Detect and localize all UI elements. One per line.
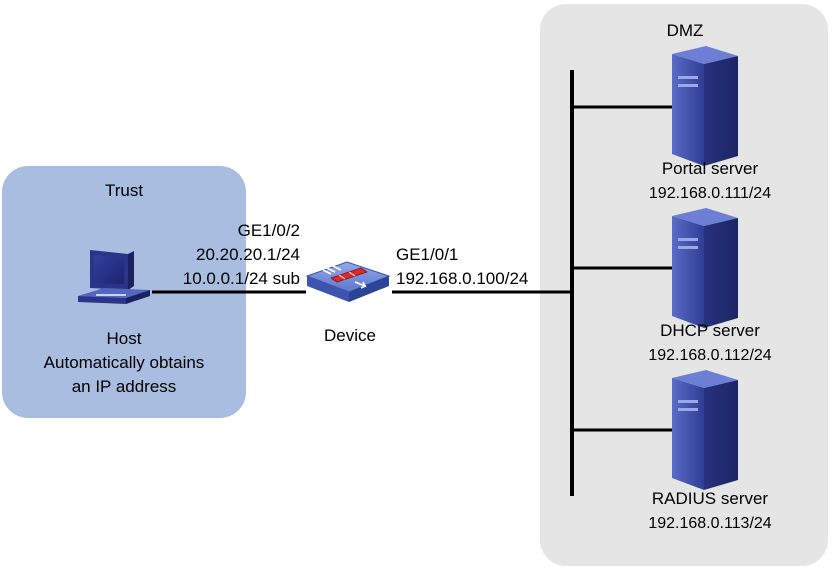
host-name-label: Host (106, 329, 142, 348)
dhcp-server-icon (672, 208, 738, 328)
left-port-ip2: 10.0.0.1/24 sub (182, 269, 300, 288)
portal-server-icon (672, 46, 738, 166)
left-port-ip1: 20.20.20.1/24 (196, 245, 300, 264)
host-description-line1: Automatically obtains (43, 353, 205, 372)
device-name-label: Device (324, 326, 376, 345)
radius-server-ip: 192.168.0.113/24 (648, 515, 772, 532)
trust-zone-label: Trust (104, 181, 144, 200)
host-description-line2: an IP address (71, 377, 177, 396)
right-port-ip: 192.168.0.100/24 (396, 269, 529, 288)
portal-server-ip: 192.168.0.111/24 (648, 185, 772, 202)
dhcp-server-ip: 192.168.0.112/24 (648, 347, 772, 364)
right-port-name: GE1/0/1 (396, 245, 459, 264)
firewall-icon (305, 261, 391, 302)
portal-server-name: Portal server (661, 159, 759, 178)
radius-server-icon (672, 370, 738, 490)
desktop-computer-icon (78, 250, 150, 304)
left-port-name: GE1/0/2 (237, 221, 300, 240)
radius-server-name: RADIUS server (651, 489, 769, 508)
dmz-zone-label: DMZ (666, 21, 704, 40)
dhcp-server-name: DHCP server (660, 321, 760, 340)
